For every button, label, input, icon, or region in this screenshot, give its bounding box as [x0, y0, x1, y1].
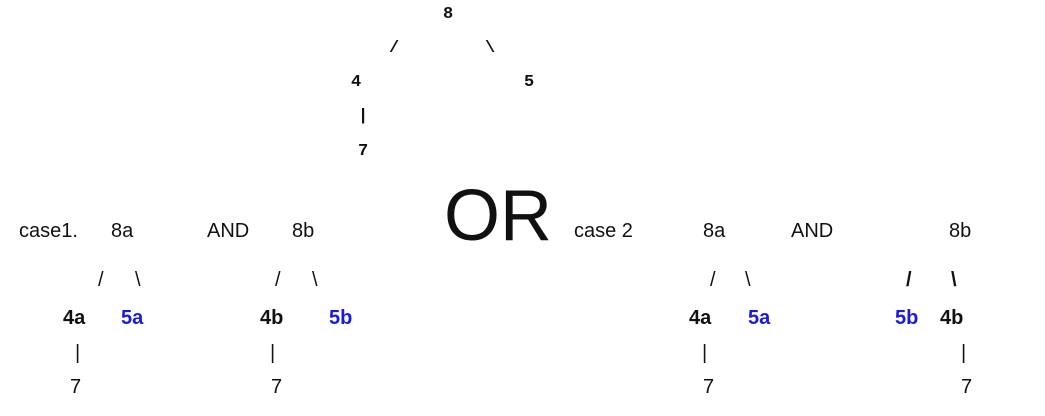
- top-root-node: 8: [443, 5, 454, 24]
- case1-tree-b-root: 8b: [292, 220, 315, 242]
- case2-tree-a-right-branch: \: [745, 269, 751, 291]
- case2-tree-b-right-child: 4b: [940, 307, 964, 329]
- case1-tree-a-edge: |: [75, 342, 81, 364]
- case2-tree-a-root: 8a: [703, 220, 726, 242]
- case1-tree-a-left-child: 4a: [63, 307, 86, 329]
- top-left-branch: /: [389, 39, 400, 58]
- case1-tree-a-right-child: 5a: [121, 307, 144, 329]
- case2-tree-b-grandchild: 7: [961, 376, 973, 398]
- case1-tree-a-right-branch: \: [135, 269, 141, 291]
- case2-tree-b-left-branch: /: [906, 269, 912, 291]
- case2-tree-b-root: 8b: [949, 220, 972, 242]
- case2-tree-b-left-child: 5b: [895, 307, 919, 329]
- case1-tree-a-grandchild: 7: [70, 376, 82, 398]
- top-right-branch: \: [485, 39, 496, 58]
- case2-and-label: AND: [791, 220, 834, 242]
- case2-tree-a-edge: |: [702, 342, 708, 364]
- case1-tree-b-right-child: 5b: [329, 307, 353, 329]
- case2-tree-a-left-child: 4a: [689, 307, 712, 329]
- case1-and-label: AND: [207, 220, 250, 242]
- top-left-child-node: 4: [351, 73, 362, 92]
- top-left-child-edge: |: [358, 107, 369, 126]
- case2-label: case 2: [574, 220, 633, 242]
- top-grandchild-node: 7: [358, 142, 369, 161]
- case1-tree-b-right-branch: \: [312, 269, 318, 291]
- case1-label: case1.: [19, 220, 78, 242]
- case2-tree-b-edge: |: [961, 342, 967, 364]
- case2-tree-b-right-branch: \: [951, 269, 957, 291]
- top-right-child-node: 5: [524, 73, 535, 92]
- case1-tree-b-grandchild: 7: [271, 376, 283, 398]
- case2-tree-a-right-child: 5a: [748, 307, 771, 329]
- case1-tree-a-left-branch: /: [98, 269, 104, 291]
- case1-tree-b-left-child: 4b: [260, 307, 284, 329]
- case2-tree-a-grandchild: 7: [703, 376, 715, 398]
- case1-tree-b-edge: |: [270, 342, 276, 364]
- case1-tree-b-left-branch: /: [275, 269, 281, 291]
- case2-tree-a-left-branch: /: [710, 269, 716, 291]
- or-separator: OR: [444, 176, 552, 256]
- case1-tree-a-root: 8a: [111, 220, 134, 242]
